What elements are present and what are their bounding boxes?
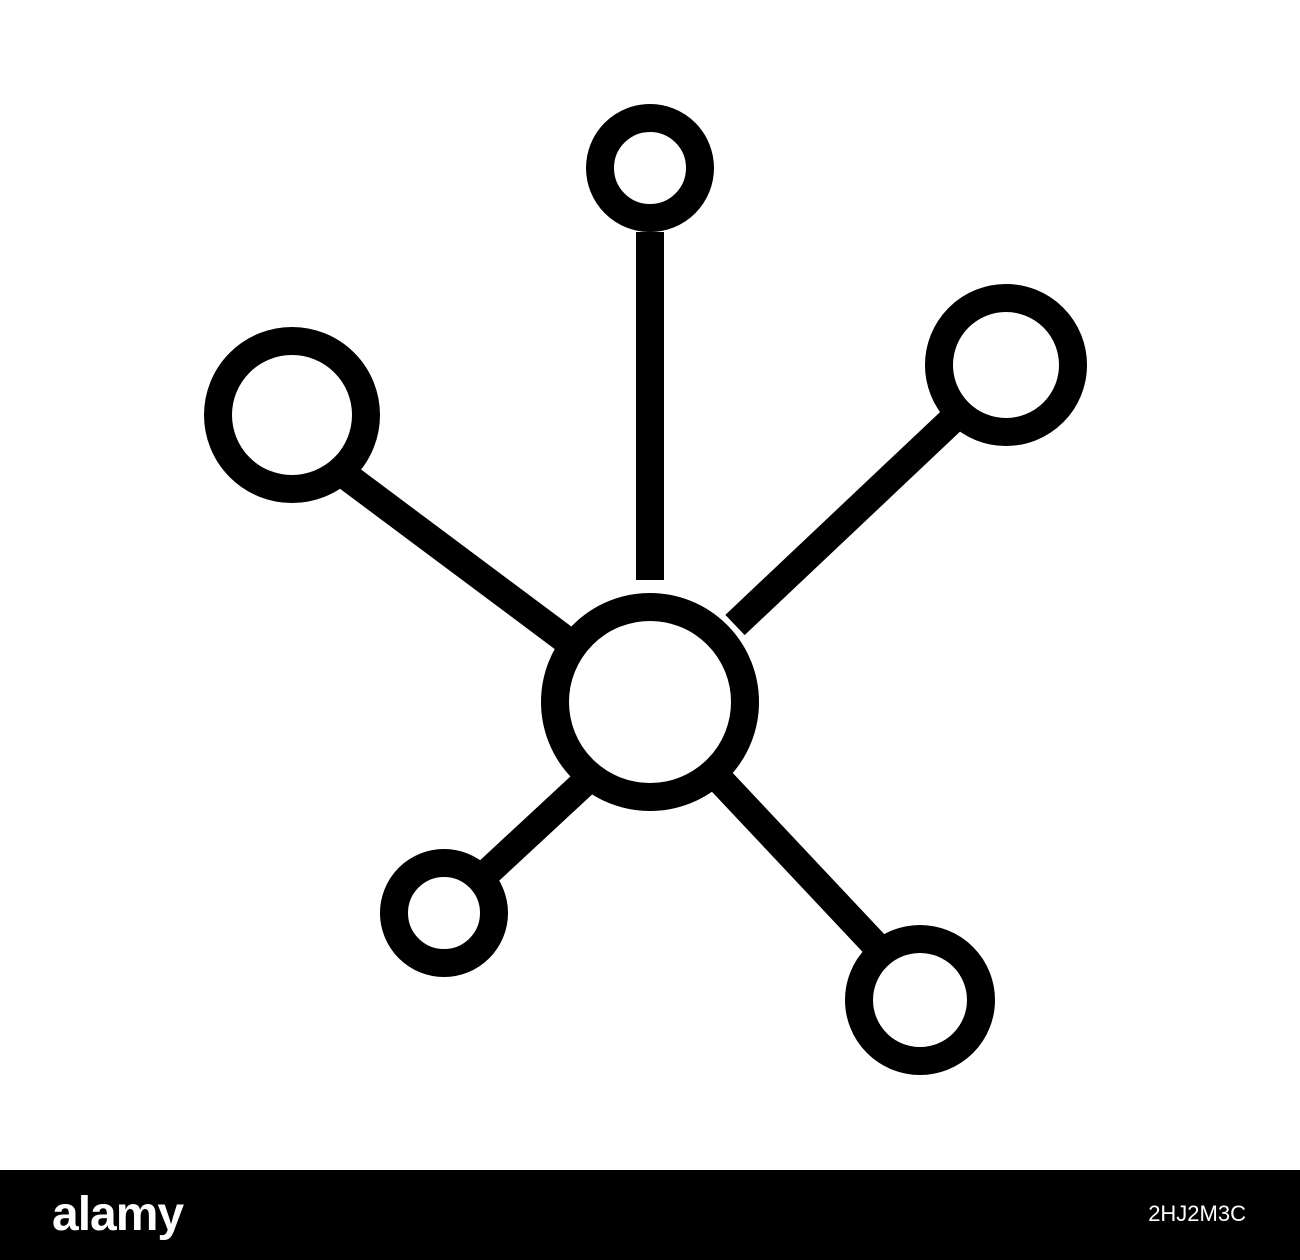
connector-bottom-left	[478, 771, 595, 883]
node-top	[586, 104, 714, 232]
node-center	[541, 593, 759, 811]
connector-bottom-right	[711, 772, 891, 960]
network-hub-icon	[204, 104, 1087, 1075]
node-bottom-right	[845, 925, 995, 1075]
node-left	[204, 327, 380, 503]
connector-right	[725, 409, 962, 636]
footer-bar: alamy 2HJ2M3C	[0, 1170, 1300, 1260]
illustration-canvas	[204, 104, 1087, 1075]
image-id: 2HJ2M3C	[1148, 1201, 1246, 1226]
node-right	[925, 284, 1087, 446]
brand-logo: alamy	[52, 1188, 184, 1241]
node-bottom-left	[380, 849, 508, 977]
connector-left	[336, 463, 575, 652]
